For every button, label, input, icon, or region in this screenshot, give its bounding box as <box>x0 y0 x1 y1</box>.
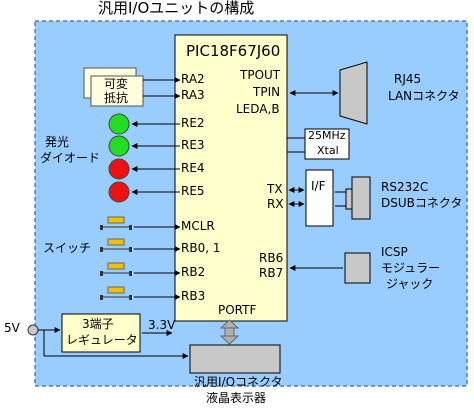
crystal-box <box>304 128 350 160</box>
pin-tpout: TPOUT <box>240 68 281 82</box>
rs232-label-2: DSUBコネクタ <box>381 196 463 210</box>
pin-re2: RE2 <box>181 116 205 130</box>
voltage-input-label: 5V <box>4 321 20 335</box>
pin-ra2: RA2 <box>181 72 205 86</box>
regulator-label-2: レギュレータ <box>66 333 138 347</box>
mcu-chip <box>174 34 288 322</box>
crystal-freq: 25MHz <box>308 129 346 142</box>
pin-rb2: RB2 <box>181 265 206 279</box>
pin-portf: PORTF <box>218 303 257 317</box>
pin-tx: TX <box>267 182 283 196</box>
icsp-connector <box>344 252 371 284</box>
interface-block <box>305 169 334 227</box>
rj45-label-1: RJ45 <box>394 72 422 86</box>
led-group <box>108 113 130 203</box>
rj45-connector <box>339 61 368 125</box>
variable-resistor-front <box>90 75 144 107</box>
variable-resistor-label-1: 可変 <box>104 77 129 91</box>
switch-3 <box>100 262 132 276</box>
icsp-label-1: ICSP <box>381 245 408 259</box>
regulator-label-1: 3端子 <box>82 317 114 331</box>
bottom-connector-label-1: 汎用I/Oコネクタ <box>194 375 283 389</box>
interface-label: I/F <box>311 179 326 193</box>
pin-ra3: RA3 <box>181 88 205 102</box>
led-green-1 <box>108 113 130 135</box>
crystal-label: Xtal <box>317 144 339 157</box>
led-label-1: 発光 <box>45 135 70 149</box>
rs232-label-1: RS232C <box>381 180 429 194</box>
pin-rx: RX <box>267 197 284 211</box>
page-title: 汎用I/Oユニットの構成 <box>98 0 255 17</box>
pin-rb3: RB3 <box>181 289 206 303</box>
pin-mclr: MCLR <box>181 219 215 233</box>
switch-4 <box>100 286 132 300</box>
power-input-terminal <box>27 324 39 336</box>
bottom-connector <box>189 344 281 374</box>
variable-resistor-label-2: 抵抗 <box>104 91 129 105</box>
led-label-2: ダイオード <box>40 151 101 165</box>
pin-tpin: TPIN <box>253 85 281 99</box>
led-red-2 <box>108 181 130 203</box>
pin-rb6: RB6 <box>259 251 284 265</box>
rj45-label-2: LANコネクタ <box>388 89 460 103</box>
switch-label: スイッチ <box>43 241 92 255</box>
voltage-output-label: 3.3V <box>148 318 176 332</box>
pin-re3: RE3 <box>181 138 205 152</box>
bottom-connector-label-2: 液晶表示器 <box>206 391 267 405</box>
led-green-2 <box>108 135 130 157</box>
pin-re5: RE5 <box>181 184 205 198</box>
icsp-label-2: モジュラー <box>381 261 441 275</box>
icsp-label-3: ジャック <box>386 277 434 291</box>
dsub-connector <box>351 176 371 220</box>
pin-rb01: RB0, 1 <box>181 241 221 255</box>
pin-leda-b: LEDA,B <box>236 102 280 116</box>
switch-2 <box>100 238 132 252</box>
pin-rb7: RB7 <box>259 266 284 280</box>
regulator-box <box>61 313 141 353</box>
switch-1 <box>100 216 132 230</box>
led-red-1 <box>108 158 130 180</box>
mcu-name: PIC18F67J60 <box>186 42 281 60</box>
pin-re4: RE4 <box>181 161 205 175</box>
